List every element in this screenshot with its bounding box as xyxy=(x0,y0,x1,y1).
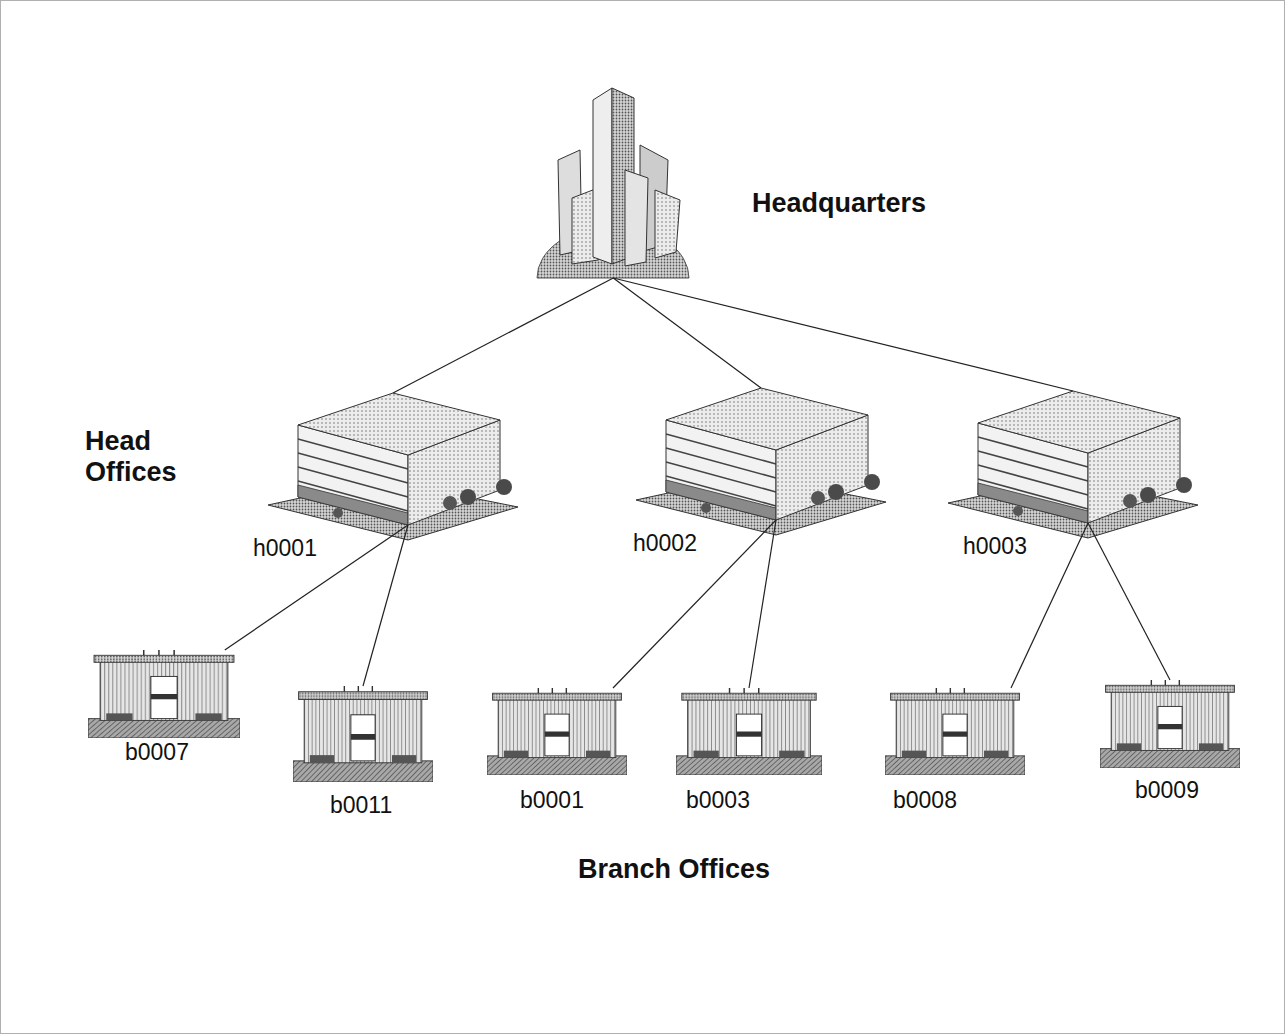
node-label: b0001 xyxy=(520,787,584,813)
connector-line xyxy=(613,278,1073,391)
branch-building xyxy=(1100,680,1240,768)
tower-main-left xyxy=(593,88,612,264)
node-label: b0007 xyxy=(125,739,189,765)
branch-building xyxy=(676,688,822,775)
tier-label: Branch Offices xyxy=(578,854,770,885)
branch-office-node: b0007 xyxy=(88,650,240,738)
branch-building xyxy=(293,686,433,782)
connector-group xyxy=(225,278,1170,688)
tier-label: Head Offices xyxy=(85,426,177,488)
branch-building xyxy=(885,688,1025,775)
node-label: b0008 xyxy=(893,787,957,813)
branch-office-node: b0008 xyxy=(885,688,1025,775)
head-office-node: h0001 xyxy=(268,385,518,545)
tower-block xyxy=(625,170,648,266)
connector-line xyxy=(393,278,613,393)
branch-office-node: b0001 xyxy=(487,688,627,775)
branch-office-node: b0009 xyxy=(1100,680,1240,768)
node-label: b0003 xyxy=(686,787,750,813)
headquarters-node: Headquarters xyxy=(535,88,690,278)
tower-block xyxy=(655,190,680,258)
head-office-node: h0002 xyxy=(636,380,886,540)
connector-line xyxy=(363,525,408,686)
node-label: h0003 xyxy=(963,533,1027,559)
head-office-node: h0003 xyxy=(948,383,1198,543)
head-office-building xyxy=(948,391,1198,538)
connector-line xyxy=(613,278,761,388)
branch-office-node: b0011 xyxy=(293,686,433,782)
node-label: b0011 xyxy=(330,792,392,818)
connector-line xyxy=(749,520,776,688)
connector-line xyxy=(1088,523,1170,680)
head-office-building xyxy=(268,393,518,540)
node-label: b0009 xyxy=(1135,777,1199,803)
branch-building xyxy=(88,650,240,738)
node-label: h0002 xyxy=(633,530,697,556)
connector-line xyxy=(613,520,776,688)
branch-office-node: b0003 xyxy=(676,688,822,775)
node-label: Headquarters xyxy=(752,188,926,219)
connector-line xyxy=(225,525,408,650)
node-label: h0001 xyxy=(253,535,317,561)
head-office-building xyxy=(636,388,886,535)
branch-building xyxy=(487,688,627,775)
headquarters-tower xyxy=(537,88,689,278)
